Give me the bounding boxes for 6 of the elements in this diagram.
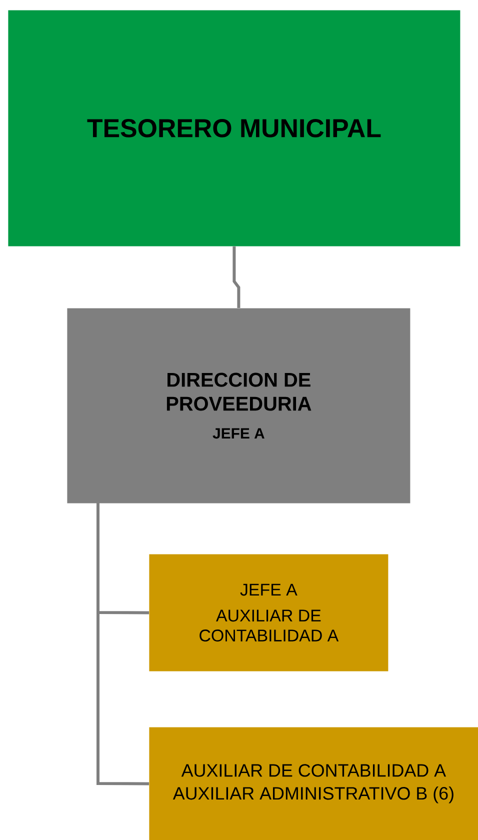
- title-box: TESORERO MUNICIPAL: [8, 10, 460, 246]
- connector-line: [96, 503, 149, 786]
- department-box: DIRECCION DE PROVEEDURIA JEFE A: [67, 308, 410, 504]
- position-box: JEFE A AUXILIAR DE CONTABILIDAD A: [149, 554, 388, 672]
- connector-line: [232, 246, 240, 308]
- position-box: AUXILIAR DE CONTABILIDAD A AUXILIAR ADMINISTRATIVO B (6): [149, 727, 478, 840]
